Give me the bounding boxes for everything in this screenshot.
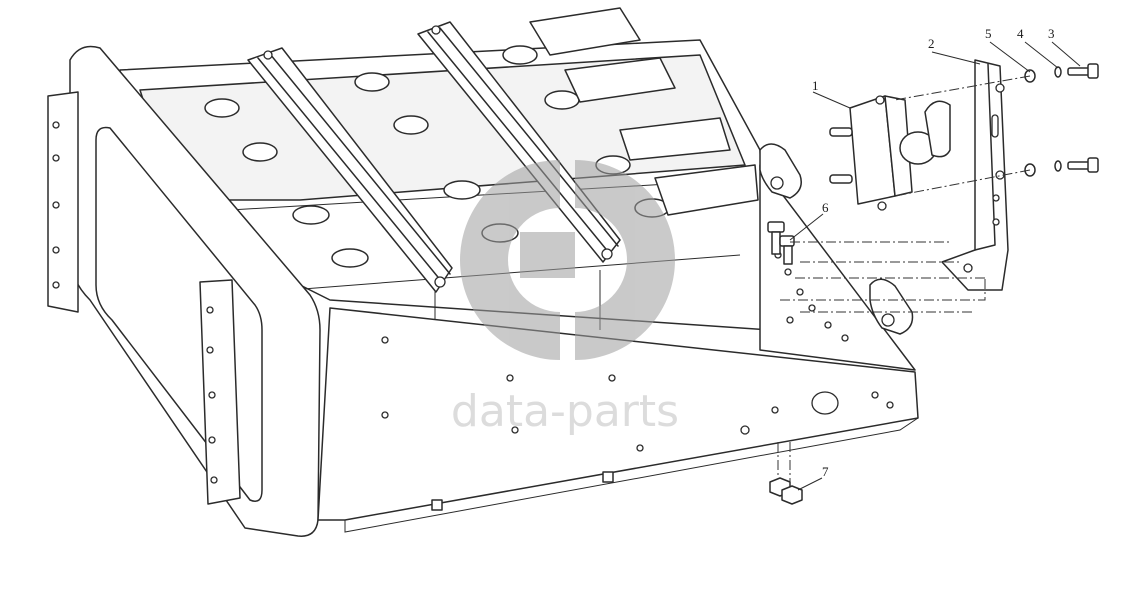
lower-fasteners — [431, 471, 614, 511]
watermark-logo — [460, 160, 675, 360]
callout-4: 4 — [1017, 26, 1024, 41]
upper-fastener-set — [1024, 63, 1099, 83]
callout-2: 2 — [928, 36, 935, 51]
assembly-center-lines — [780, 75, 1031, 313]
callout-6: 6 — [822, 200, 829, 215]
callout-leaders — [789, 41, 1081, 491]
mounting-bracket — [941, 59, 1009, 291]
left-end-frame — [47, 45, 321, 537]
bolts-part6 — [767, 221, 795, 265]
nuts-part7 — [769, 442, 803, 505]
battery-main-switch — [829, 95, 951, 211]
callout-numbers: 1 2 3 4 5 6 7 — [812, 26, 1055, 479]
callout-7: 7 — [822, 464, 829, 479]
callout-5: 5 — [985, 26, 992, 41]
watermark-text: data-parts — [451, 386, 679, 437]
cable-lugs — [529, 7, 759, 216]
lower-fastener-set — [1024, 157, 1099, 177]
battery-box-assembly — [47, 7, 919, 537]
front-side-plate — [317, 307, 919, 533]
callout-3: 3 — [1048, 26, 1055, 41]
exploded-parts — [767, 59, 1099, 505]
watermark: data-parts — [451, 160, 679, 437]
callout-1: 1 — [812, 78, 819, 93]
hold-down-rails — [247, 21, 621, 293]
cable-clamps — [759, 143, 914, 335]
